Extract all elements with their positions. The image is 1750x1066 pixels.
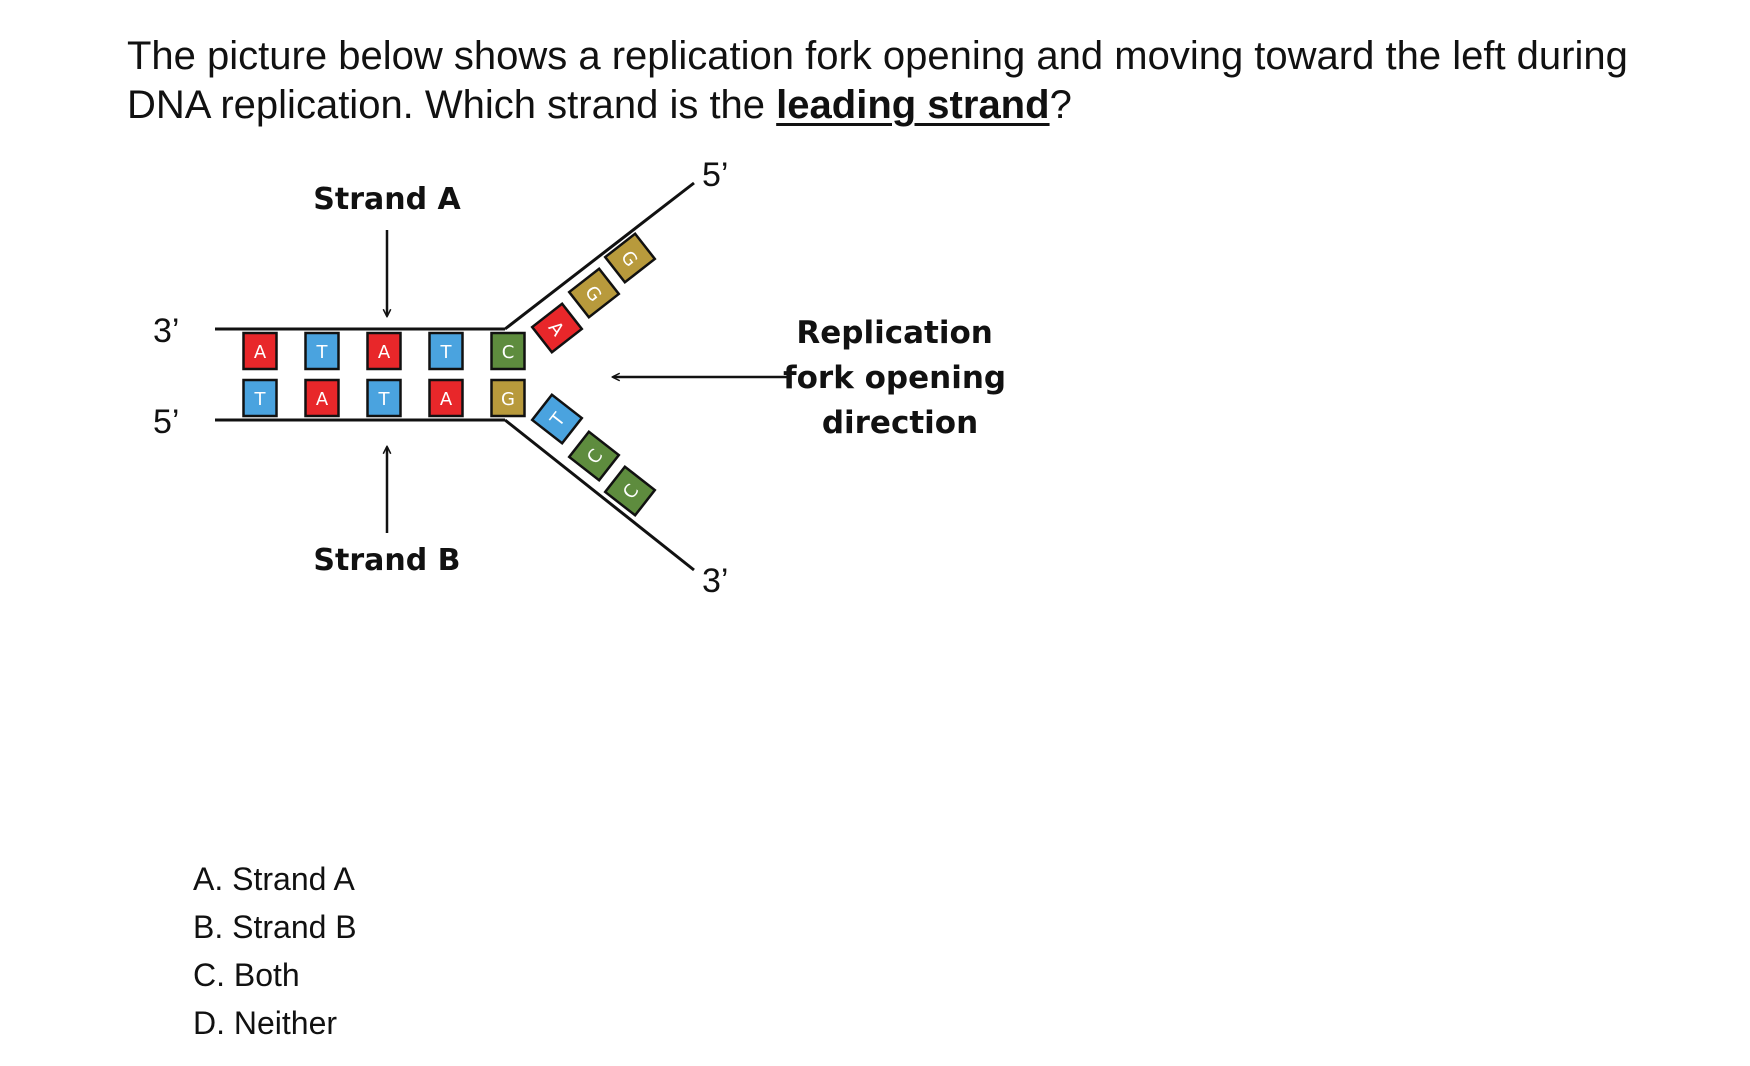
- upper-arm-base-box: [567, 266, 621, 320]
- left-top-end-label: 3’: [153, 312, 179, 350]
- bottom-base-box: [366, 378, 402, 418]
- choice-a[interactable]: A. Strand A: [193, 855, 357, 903]
- lower-arm-base-box: [530, 392, 584, 446]
- upper-arm-base-box: [530, 301, 584, 355]
- bottom-base-letter: A: [440, 389, 453, 410]
- top-base-letter: T: [440, 342, 453, 363]
- base-pair-rungs: A T A T C T A T A G: [242, 331, 526, 418]
- fork-direction-line-2: fork opening: [783, 360, 1006, 396]
- strand-a-label: Strand A: [313, 182, 461, 217]
- bottom-base: T: [242, 378, 278, 418]
- question-prefix: The picture below shows a replication fo…: [127, 34, 1628, 127]
- question-suffix: ?: [1049, 83, 1072, 127]
- left-bottom-end-label: 5’: [153, 403, 179, 441]
- choice-c-text: Both: [233, 957, 300, 993]
- top-base: T: [304, 331, 340, 371]
- right-bottom-end-label: 3’: [702, 562, 728, 600]
- lower-arm-base: T: [530, 392, 584, 446]
- choice-a-text: Strand A: [232, 861, 355, 897]
- bottom-base-box: [242, 378, 278, 418]
- upper-arm-base-box: [603, 231, 657, 285]
- top-base-letter: A: [378, 342, 391, 363]
- choice-c-letter: C.: [193, 957, 225, 993]
- right-top-end-label: 5’: [702, 156, 728, 194]
- bottom-base-box: [490, 378, 526, 418]
- choice-a-letter: A.: [193, 861, 224, 897]
- question-text: The picture below shows a replication fo…: [127, 32, 1687, 130]
- upper-arm-backbone: [504, 181, 695, 331]
- bottom-base-letter: G: [501, 389, 515, 410]
- lower-arm-base: C: [567, 429, 621, 483]
- top-base-letter: T: [316, 342, 329, 363]
- top-base-letter: A: [254, 342, 267, 363]
- top-base-box: [304, 331, 340, 371]
- fork-direction-line-3: direction: [822, 405, 978, 441]
- question-emphasis: leading strand: [776, 83, 1050, 127]
- lower-arm-base: C: [603, 464, 657, 518]
- lower-arm-base-box: [567, 429, 621, 483]
- top-base: T: [428, 331, 464, 371]
- top-base: A: [366, 331, 402, 371]
- choice-d-text: Neither: [233, 1005, 338, 1041]
- upper-arm-base: G: [567, 266, 621, 320]
- answer-choices: A. Strand A B. Strand B C. Both D. Neith…: [193, 855, 357, 1047]
- bottom-base-box: [428, 378, 464, 418]
- top-base-box: [490, 331, 526, 371]
- lower-arm-backbone: [504, 418, 695, 572]
- bottom-base-letter: T: [378, 389, 391, 410]
- choice-c[interactable]: C. Both: [193, 951, 357, 999]
- strand-b-label: Strand B: [313, 543, 460, 578]
- bottom-base-letter: T: [254, 389, 267, 410]
- top-base-box: [242, 331, 278, 371]
- top-base: C: [490, 331, 526, 371]
- top-base-box: [366, 331, 402, 371]
- upper-arm-base: G: [603, 231, 657, 285]
- top-base-letter: C: [502, 342, 515, 363]
- bottom-base: G: [490, 378, 526, 418]
- bottom-base-letter: A: [316, 389, 329, 410]
- choice-b[interactable]: B. Strand B: [193, 903, 357, 951]
- bottom-base: A: [304, 378, 340, 418]
- choice-d-letter: D.: [193, 1005, 225, 1041]
- bottom-base: A: [428, 378, 464, 418]
- bottom-base: T: [366, 378, 402, 418]
- lower-arm-base-box: [603, 464, 657, 518]
- choice-d[interactable]: D. Neither: [193, 999, 357, 1047]
- top-base-box: [428, 331, 464, 371]
- fork-direction-label: Replication fork opening direction: [783, 315, 1017, 441]
- upper-arm-base: A: [530, 301, 584, 355]
- choice-b-letter: B.: [193, 909, 224, 945]
- arm-bases: AGG TCC: [530, 231, 657, 518]
- top-base: A: [242, 331, 278, 371]
- choice-b-text: Strand B: [232, 909, 357, 945]
- fork-direction-line-1: Replication: [796, 315, 992, 351]
- bottom-base-box: [304, 378, 340, 418]
